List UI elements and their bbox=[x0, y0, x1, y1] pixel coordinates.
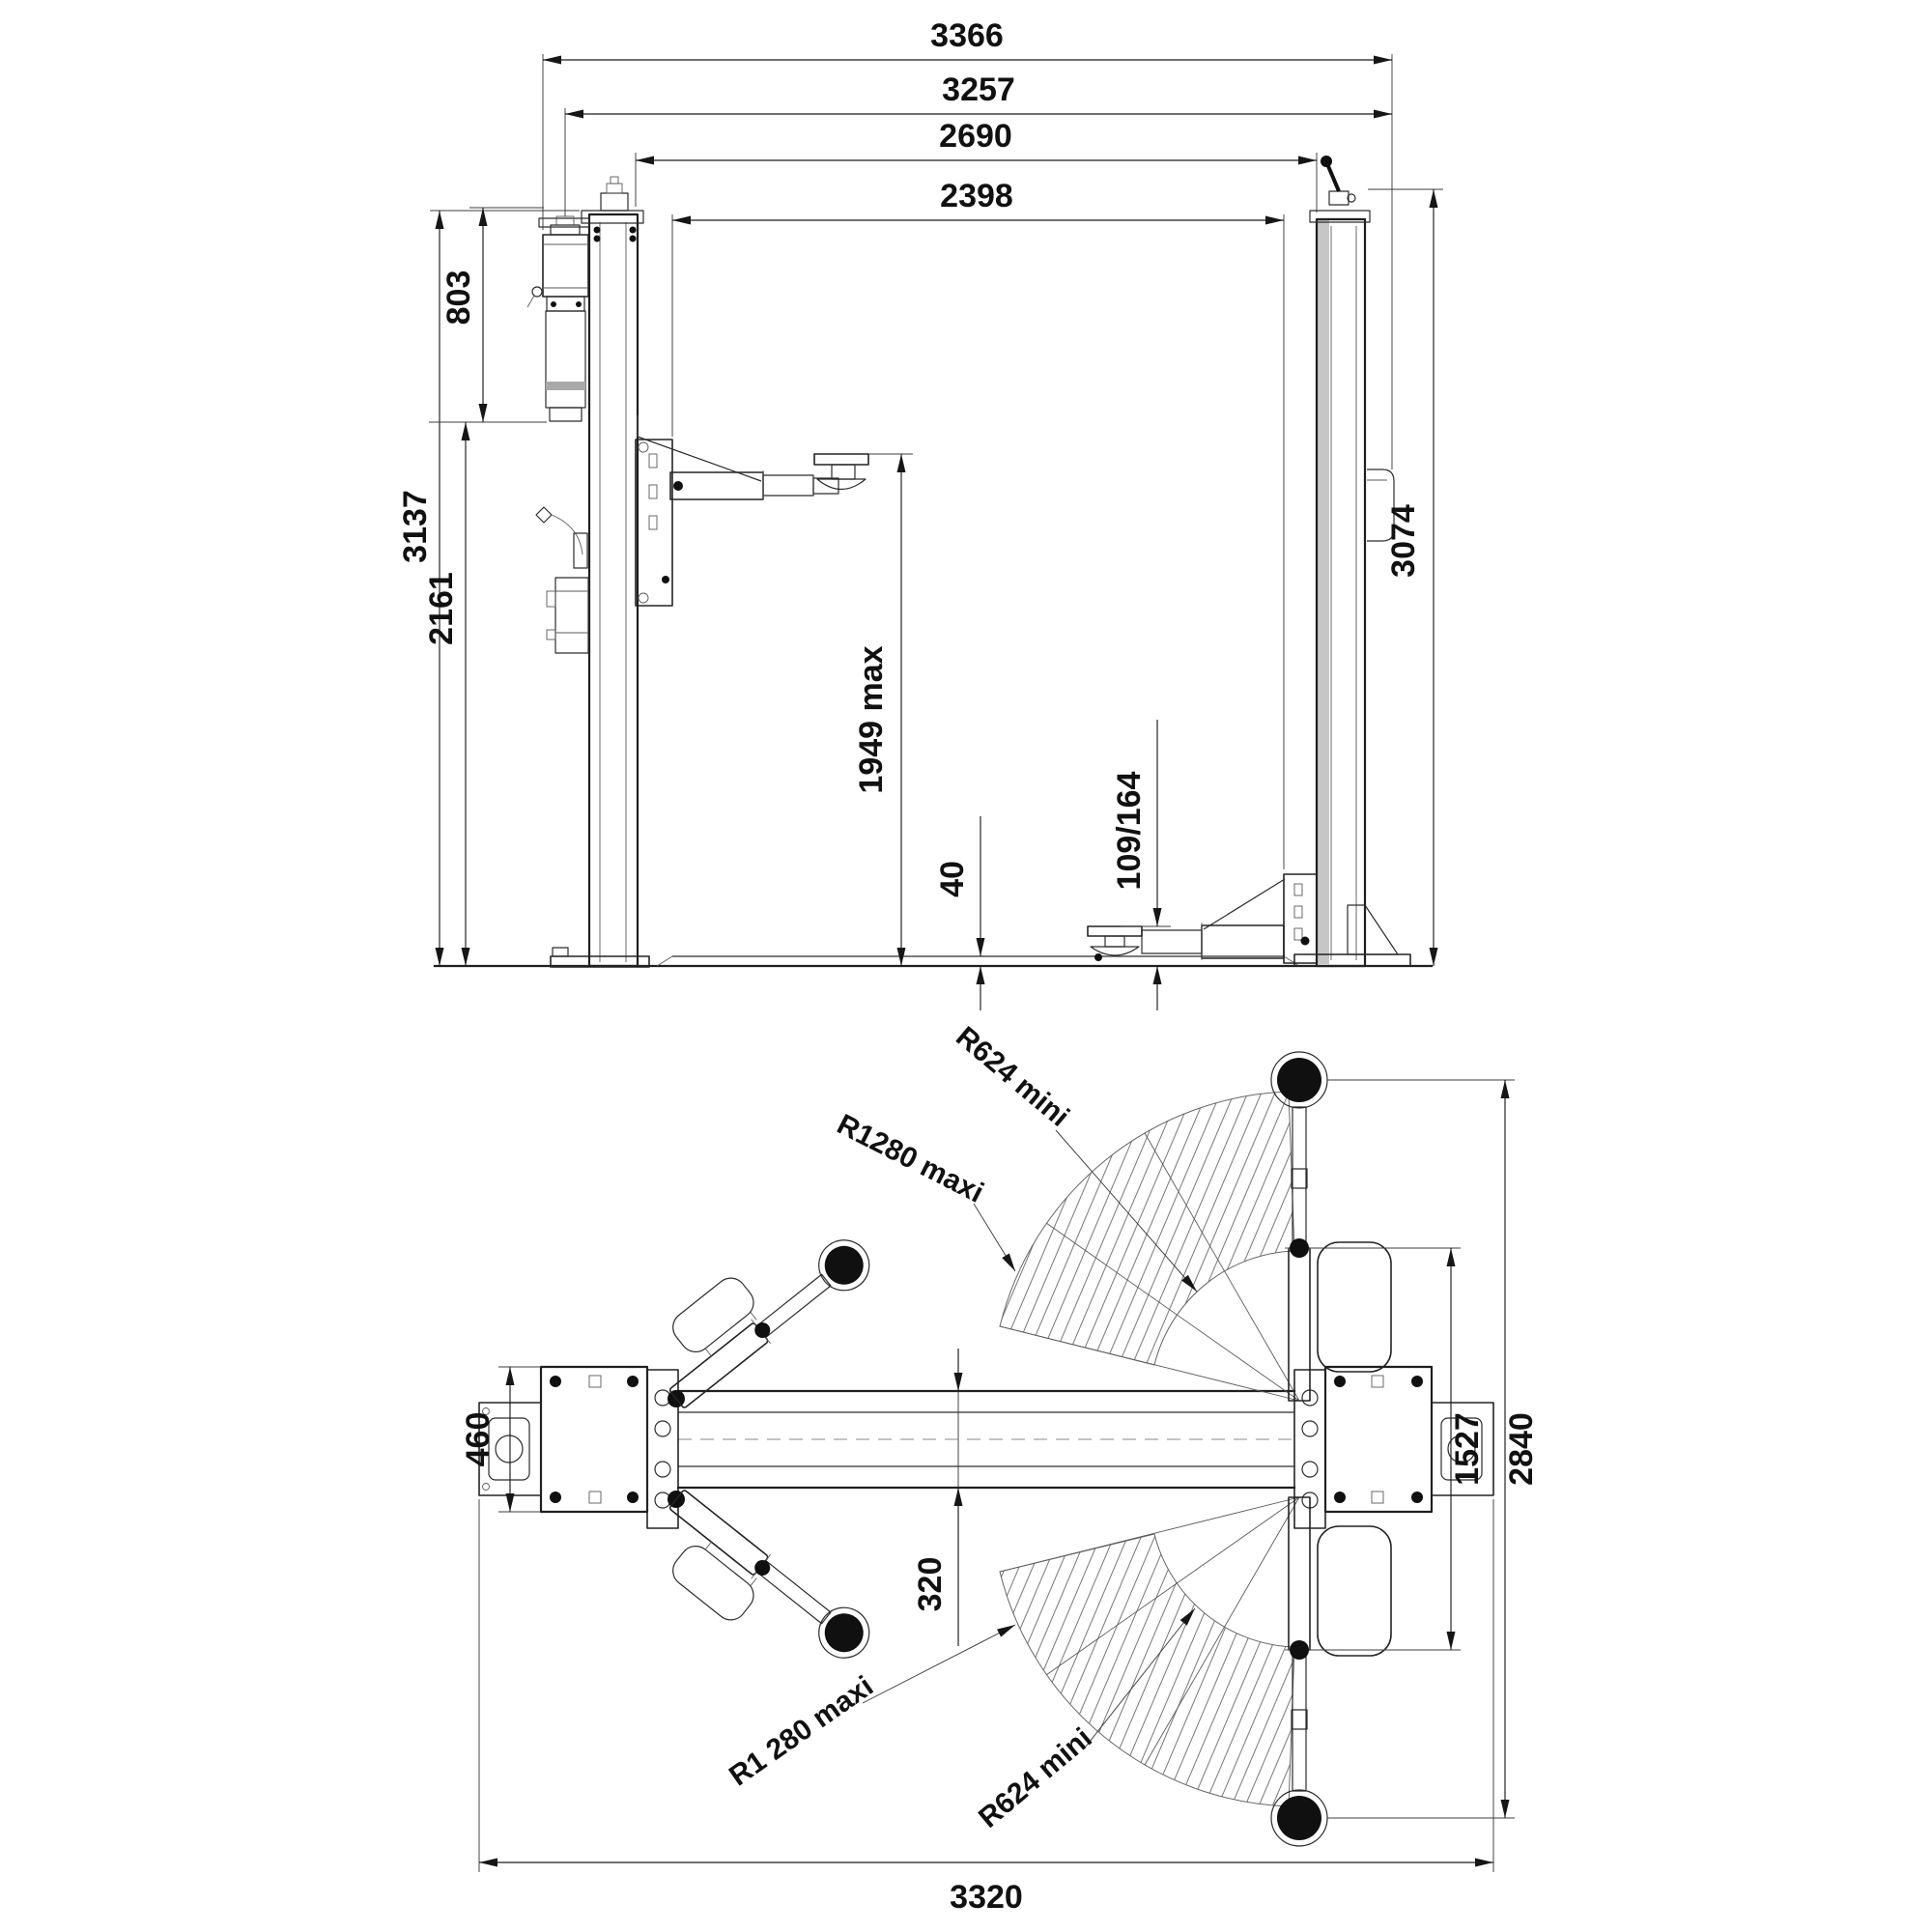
dim-total-height-3137: 3137 bbox=[397, 210, 580, 966]
r624-mini-upper-label: R624 mini bbox=[950, 1021, 1075, 1133]
right-arm-pad bbox=[1087, 925, 1143, 961]
dim-power-unit-803: 803 bbox=[429, 207, 547, 423]
left-base-plate bbox=[550, 947, 650, 968]
dim-max-lift-1949: 1949 max bbox=[853, 453, 913, 966]
right-rear-arm-handle bbox=[1317, 1525, 1392, 1657]
dim-column-height-3074: 3074 bbox=[1368, 188, 1443, 966]
oil-reservoir bbox=[545, 310, 586, 409]
left-swing-arm-raised bbox=[637, 415, 869, 500]
dim-label-460: 460 bbox=[460, 1412, 497, 1467]
r624-mini-lower-label: R624 mini bbox=[973, 1722, 1098, 1834]
power-unit-knob bbox=[531, 286, 543, 298]
right-carriage-lowered bbox=[1283, 873, 1318, 964]
base-beam bbox=[676, 1389, 1296, 1490]
dim-post-plate-460: 460 bbox=[460, 1366, 541, 1513]
right-base-plate bbox=[1293, 904, 1411, 967]
dim-label-3137: 3137 bbox=[397, 490, 434, 563]
right-front-arm-plan bbox=[1270, 1051, 1392, 1402]
left-post-cap bbox=[581, 176, 644, 242]
lower-swing-sector bbox=[999, 1533, 1295, 1807]
r1280-maxi-upper-label: R1280 maxi bbox=[832, 1108, 988, 1208]
dim-overall-3320: 3320 bbox=[478, 1499, 1494, 1916]
left-rear-arm-pad bbox=[824, 1613, 864, 1653]
upper-swing-sector bbox=[999, 1091, 1295, 1366]
dim-label-109-164: 109/164 bbox=[1111, 771, 1148, 890]
dim-between-posts-2690: 2690 bbox=[635, 118, 1318, 213]
dim-floor-cover-40: 40 bbox=[934, 816, 985, 1010]
control-box bbox=[546, 577, 589, 654]
right-rear-arm-pad bbox=[1277, 1796, 1321, 1840]
left-rear-arm-handle bbox=[672, 1545, 754, 1621]
dim-overall-width-3366: 3366 bbox=[542, 17, 1393, 469]
dim-column-lower-2161: 2161 bbox=[423, 422, 470, 966]
right-post-cap bbox=[1309, 156, 1371, 223]
right-front-arm-handle bbox=[1317, 1241, 1392, 1373]
label-upper-swing-max: R1280 maxi bbox=[832, 1108, 1016, 1272]
dim-label-1527: 1527 bbox=[1449, 1412, 1486, 1486]
right-post-handle bbox=[1367, 469, 1395, 542]
dim-label-2840: 2840 bbox=[1503, 1412, 1540, 1486]
left-front-arm-handle bbox=[672, 1277, 754, 1353]
dim-label-3074: 3074 bbox=[1385, 504, 1422, 578]
right-post bbox=[1087, 156, 1411, 968]
right-swing-arm-lowered bbox=[1087, 878, 1286, 961]
dim-pivot-span-1527: 1527 bbox=[1310, 1247, 1486, 1651]
dim-outer-width-3257: 3257 bbox=[564, 71, 1392, 216]
left-front-arm-plan bbox=[668, 1239, 870, 1408]
dim-label-1949-max: 1949 max bbox=[853, 645, 890, 793]
dim-label-3257: 3257 bbox=[942, 71, 1015, 108]
dim-beam-width-320: 320 bbox=[912, 1349, 963, 1646]
dim-label-2690: 2690 bbox=[939, 118, 1012, 155]
left-post bbox=[526, 176, 869, 968]
dim-label-3366: 3366 bbox=[930, 17, 1004, 54]
left-carriage bbox=[635, 439, 673, 607]
dim-label-320: 320 bbox=[912, 1557, 949, 1612]
r1280-maxi-lower-label: R1 280 maxi bbox=[724, 1670, 879, 1793]
dim-label-803: 803 bbox=[440, 270, 477, 326]
left-rear-arm-plan bbox=[668, 1490, 870, 1659]
floor-cover-plate bbox=[656, 955, 1300, 967]
right-power-unit-plan bbox=[1431, 1402, 1494, 1496]
dim-label-2161: 2161 bbox=[423, 572, 460, 645]
left-front-arm-pad bbox=[824, 1245, 864, 1285]
right-rear-arm-plan bbox=[1270, 1496, 1392, 1847]
label-lower-swing-max: R1 280 maxi bbox=[724, 1624, 1016, 1793]
dim-label-3320: 3320 bbox=[950, 1879, 1023, 1916]
hydraulic-power-unit bbox=[526, 215, 590, 422]
right-front-arm-pad bbox=[1277, 1058, 1321, 1102]
left-arm-pad bbox=[813, 453, 869, 491]
dim-pad-span-2840: 2840 bbox=[1327, 1079, 1540, 1819]
dim-between-carriages-2398: 2398 bbox=[671, 178, 1285, 869]
top-plan-view: R624 mini R1280 maxi R1 280 maxi R624 mi… bbox=[460, 1021, 1540, 1916]
dim-min-pad-109-164: 109/164 bbox=[1111, 720, 1171, 1010]
arm-swing-sectors bbox=[999, 1091, 1300, 1807]
front-elevation-view: 3366 3257 2690 2398 3137 803 bbox=[397, 17, 1443, 1010]
left-carriage-plan bbox=[646, 1369, 679, 1529]
dim-label-2398: 2398 bbox=[940, 178, 1013, 214]
latch-release-lever bbox=[535, 506, 588, 569]
dim-label-40: 40 bbox=[934, 861, 971, 897]
